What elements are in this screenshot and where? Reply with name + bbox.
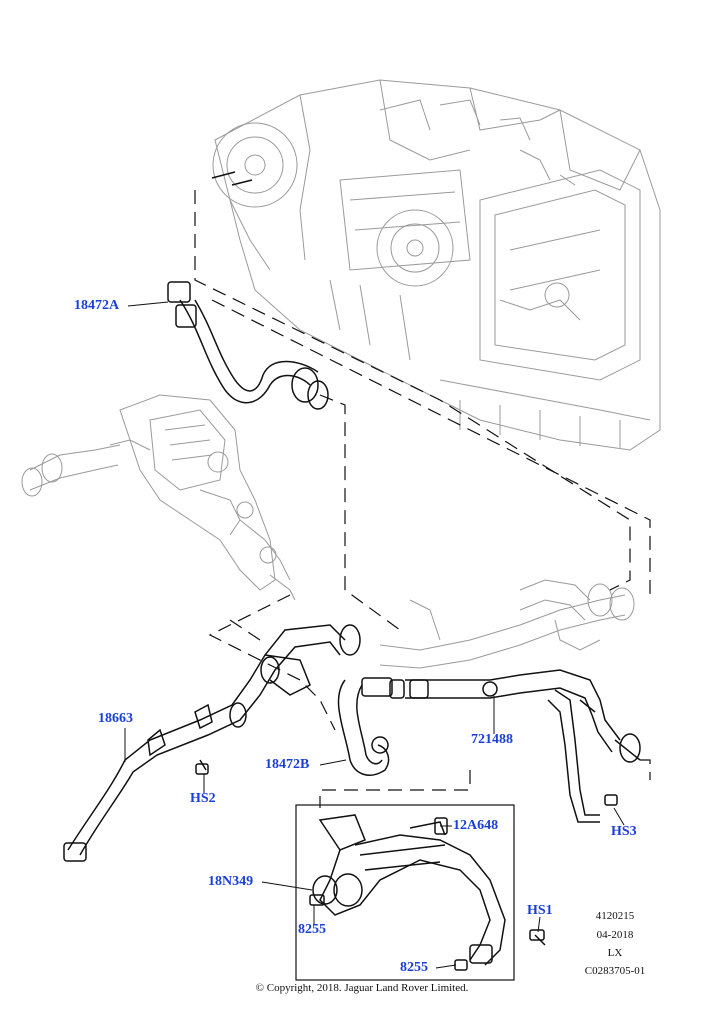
callout-hs2[interactable]: HS2 xyxy=(190,791,216,806)
callout-8255-lower[interactable]: 8255 xyxy=(400,960,428,975)
reference-code: 4120215 xyxy=(595,910,635,922)
callout-hs1[interactable]: HS1 xyxy=(527,903,553,918)
hose-18663 xyxy=(63,624,361,862)
callout-12a648[interactable]: 12A648 xyxy=(453,818,499,833)
callout-18n349[interactable]: 18N349 xyxy=(208,874,254,889)
callout-721488[interactable]: 721488 xyxy=(471,732,513,747)
callout-18472a[interactable]: 18472A xyxy=(74,298,120,313)
assembly-frame xyxy=(295,804,515,981)
callout-18472b[interactable]: 18472B xyxy=(265,757,310,772)
reference-model: LX xyxy=(607,947,623,959)
copyright-notice: © Copyright, 2018. Jaguar Land Rover Lim… xyxy=(255,982,469,994)
callout-leaders xyxy=(124,301,625,969)
assembly-lines xyxy=(194,190,651,808)
thermostat-housing-18n349 xyxy=(309,814,546,971)
callout-8255-upper[interactable]: 8255 xyxy=(298,922,326,937)
reference-date: 04-2018 xyxy=(596,929,634,941)
heater-return-pipe xyxy=(379,579,635,669)
callout-18663[interactable]: 18663 xyxy=(98,711,133,726)
hose-18472a xyxy=(167,281,329,410)
callout-hs3[interactable]: HS3 xyxy=(611,824,637,839)
hvac-heater-unit xyxy=(212,79,661,451)
heater-pipe-stubs xyxy=(211,171,253,186)
pipe-721488 xyxy=(405,669,641,823)
coolant-pump-assembly xyxy=(21,394,296,601)
hose-18472b xyxy=(337,677,405,776)
illustration-number: C0283705-01 xyxy=(584,965,646,977)
